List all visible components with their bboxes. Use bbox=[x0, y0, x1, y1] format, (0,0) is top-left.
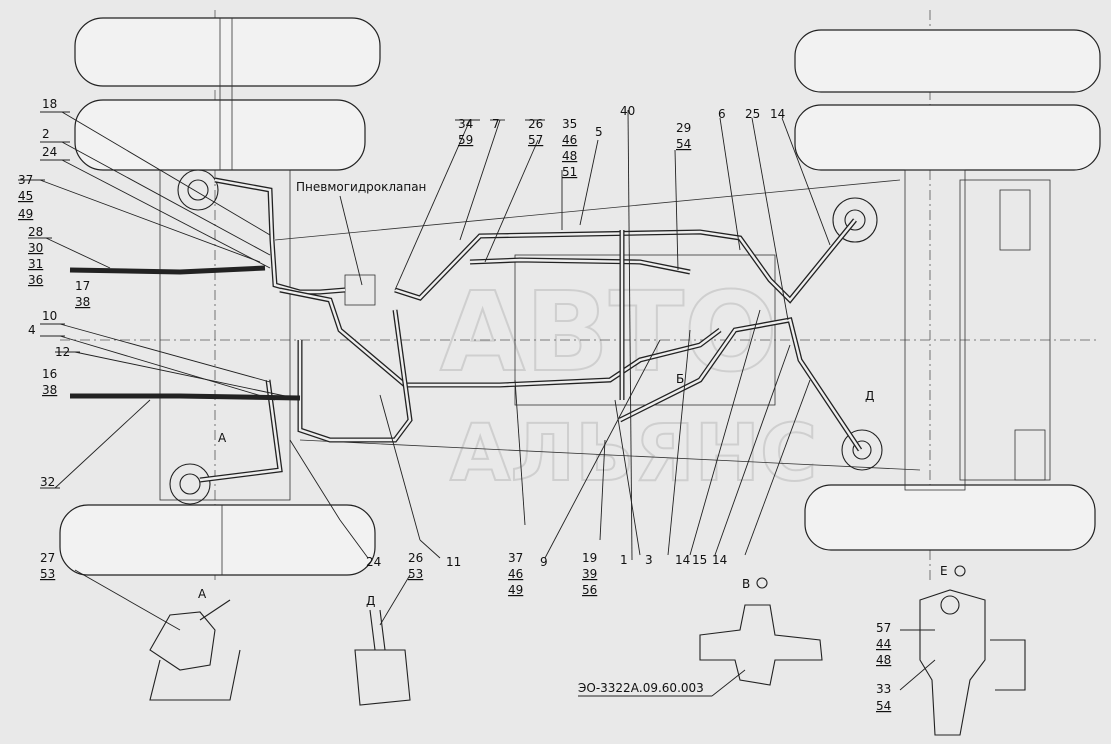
callout-7: 7 bbox=[492, 117, 500, 131]
callout-15: 15 bbox=[692, 553, 707, 567]
front-right-tire bbox=[59, 504, 376, 576]
callout-24b: 24 bbox=[366, 555, 381, 569]
callout-leaders bbox=[18, 109, 936, 691]
marker-d: Д bbox=[865, 389, 874, 403]
view-d-label: Д bbox=[366, 594, 375, 608]
callout-54b: 54 bbox=[876, 699, 891, 713]
detail-view-e: Е bbox=[919, 564, 1026, 736]
callout-40: 40 bbox=[620, 104, 635, 118]
callout-11: 11 bbox=[446, 555, 461, 569]
callout-26a: 26 bbox=[528, 117, 543, 131]
brake-lines bbox=[69, 177, 863, 483]
callout-56: 56 bbox=[582, 583, 597, 597]
callout-18: 18 bbox=[42, 97, 57, 111]
callout-35: 35 bbox=[562, 117, 577, 131]
callout-6: 6 bbox=[718, 107, 726, 121]
callout-26b: 26 bbox=[408, 551, 423, 565]
callout-34: 34 bbox=[458, 117, 473, 131]
callout-14a: 14 bbox=[770, 107, 785, 121]
watermark-top: АВТО bbox=[440, 268, 778, 396]
front-left-tire-upper bbox=[74, 17, 381, 87]
callout-3: 3 bbox=[645, 553, 653, 567]
chassis-frame bbox=[274, 179, 921, 471]
callout-10: 10 bbox=[42, 309, 57, 323]
view-e-label: Е bbox=[940, 564, 948, 578]
callout-59: 59 bbox=[458, 133, 473, 147]
callout-32: 32 bbox=[40, 475, 55, 489]
callout-48b: 48 bbox=[876, 653, 891, 667]
front-left-chamber bbox=[177, 169, 219, 211]
callout-53b: 53 bbox=[408, 567, 423, 581]
callout-54a: 54 bbox=[676, 137, 691, 151]
callout-49: 49 bbox=[18, 207, 33, 221]
callout-33: 33 bbox=[876, 682, 891, 696]
callout-46a: 46 bbox=[562, 133, 577, 147]
callout-29: 29 bbox=[676, 121, 691, 135]
callout-19: 19 bbox=[582, 551, 597, 565]
callout-38b: 38 bbox=[42, 383, 57, 397]
callout-45: 45 bbox=[18, 189, 33, 203]
detail-view-a: А bbox=[149, 587, 241, 701]
rear-left-tire-upper bbox=[794, 29, 1101, 93]
callout-16: 16 bbox=[42, 367, 57, 381]
callout-1: 1 bbox=[620, 553, 628, 567]
watermark-bottom: АЛЬЯНС bbox=[450, 409, 817, 499]
callout-37b: 37 bbox=[508, 551, 523, 565]
callout-2: 2 bbox=[42, 127, 50, 141]
callout-14c: 14 bbox=[712, 553, 727, 567]
callout-30: 30 bbox=[28, 241, 43, 255]
callout-57b: 57 bbox=[876, 621, 891, 635]
valve-block bbox=[344, 274, 376, 306]
callout-24: 24 bbox=[42, 145, 57, 159]
callout-39: 39 bbox=[582, 567, 597, 581]
brake-chambers bbox=[169, 169, 883, 505]
front-wheels bbox=[59, 17, 381, 576]
callout-17: 17 bbox=[75, 279, 90, 293]
rear-left-chamber bbox=[832, 197, 878, 243]
valve-label: Пневмогидроклапан bbox=[296, 180, 426, 194]
callout-36: 36 bbox=[28, 273, 43, 287]
callout-37: 37 bbox=[18, 173, 33, 187]
rear-wheels bbox=[794, 29, 1101, 551]
callout-57a: 57 bbox=[528, 133, 543, 147]
rear-left-tire-lower bbox=[794, 104, 1101, 171]
callout-14b: 14 bbox=[675, 553, 690, 567]
callout-labels: 18 2 24 37 45 49 28 30 31 36 17 38 10 4 … bbox=[18, 97, 891, 713]
front-axle-body bbox=[159, 169, 291, 501]
callout-4: 4 bbox=[28, 323, 36, 337]
callout-27: 27 bbox=[40, 551, 55, 565]
callout-46b: 46 bbox=[508, 567, 523, 581]
marker-b: Б bbox=[676, 372, 684, 386]
view-v-label: В bbox=[742, 577, 750, 591]
callout-49b: 49 bbox=[508, 583, 523, 597]
callout-38a: 38 bbox=[75, 295, 90, 309]
part-code: ЭО-3322А.09.60.003 bbox=[578, 681, 704, 695]
callout-48a: 48 bbox=[562, 149, 577, 163]
watermark: АВТО АЛЬЯНС bbox=[439, 267, 818, 500]
detail-view-v: В bbox=[699, 577, 823, 686]
callout-44: 44 bbox=[876, 637, 891, 651]
rear-right-tire bbox=[804, 484, 1096, 551]
callout-53a: 53 bbox=[40, 567, 55, 581]
rear-right-chamber bbox=[841, 429, 883, 471]
callout-12: 12 bbox=[55, 345, 70, 359]
callout-51: 51 bbox=[562, 165, 577, 179]
callout-28: 28 bbox=[28, 225, 43, 239]
view-a-label: А bbox=[198, 587, 207, 601]
detail-view-d: Д bbox=[354, 594, 411, 706]
callout-9: 9 bbox=[540, 555, 548, 569]
marker-a: А bbox=[218, 431, 227, 445]
callout-5: 5 bbox=[595, 125, 603, 139]
callout-25: 25 bbox=[745, 107, 760, 121]
callout-31: 31 bbox=[28, 257, 43, 271]
front-right-chamber bbox=[169, 463, 211, 505]
